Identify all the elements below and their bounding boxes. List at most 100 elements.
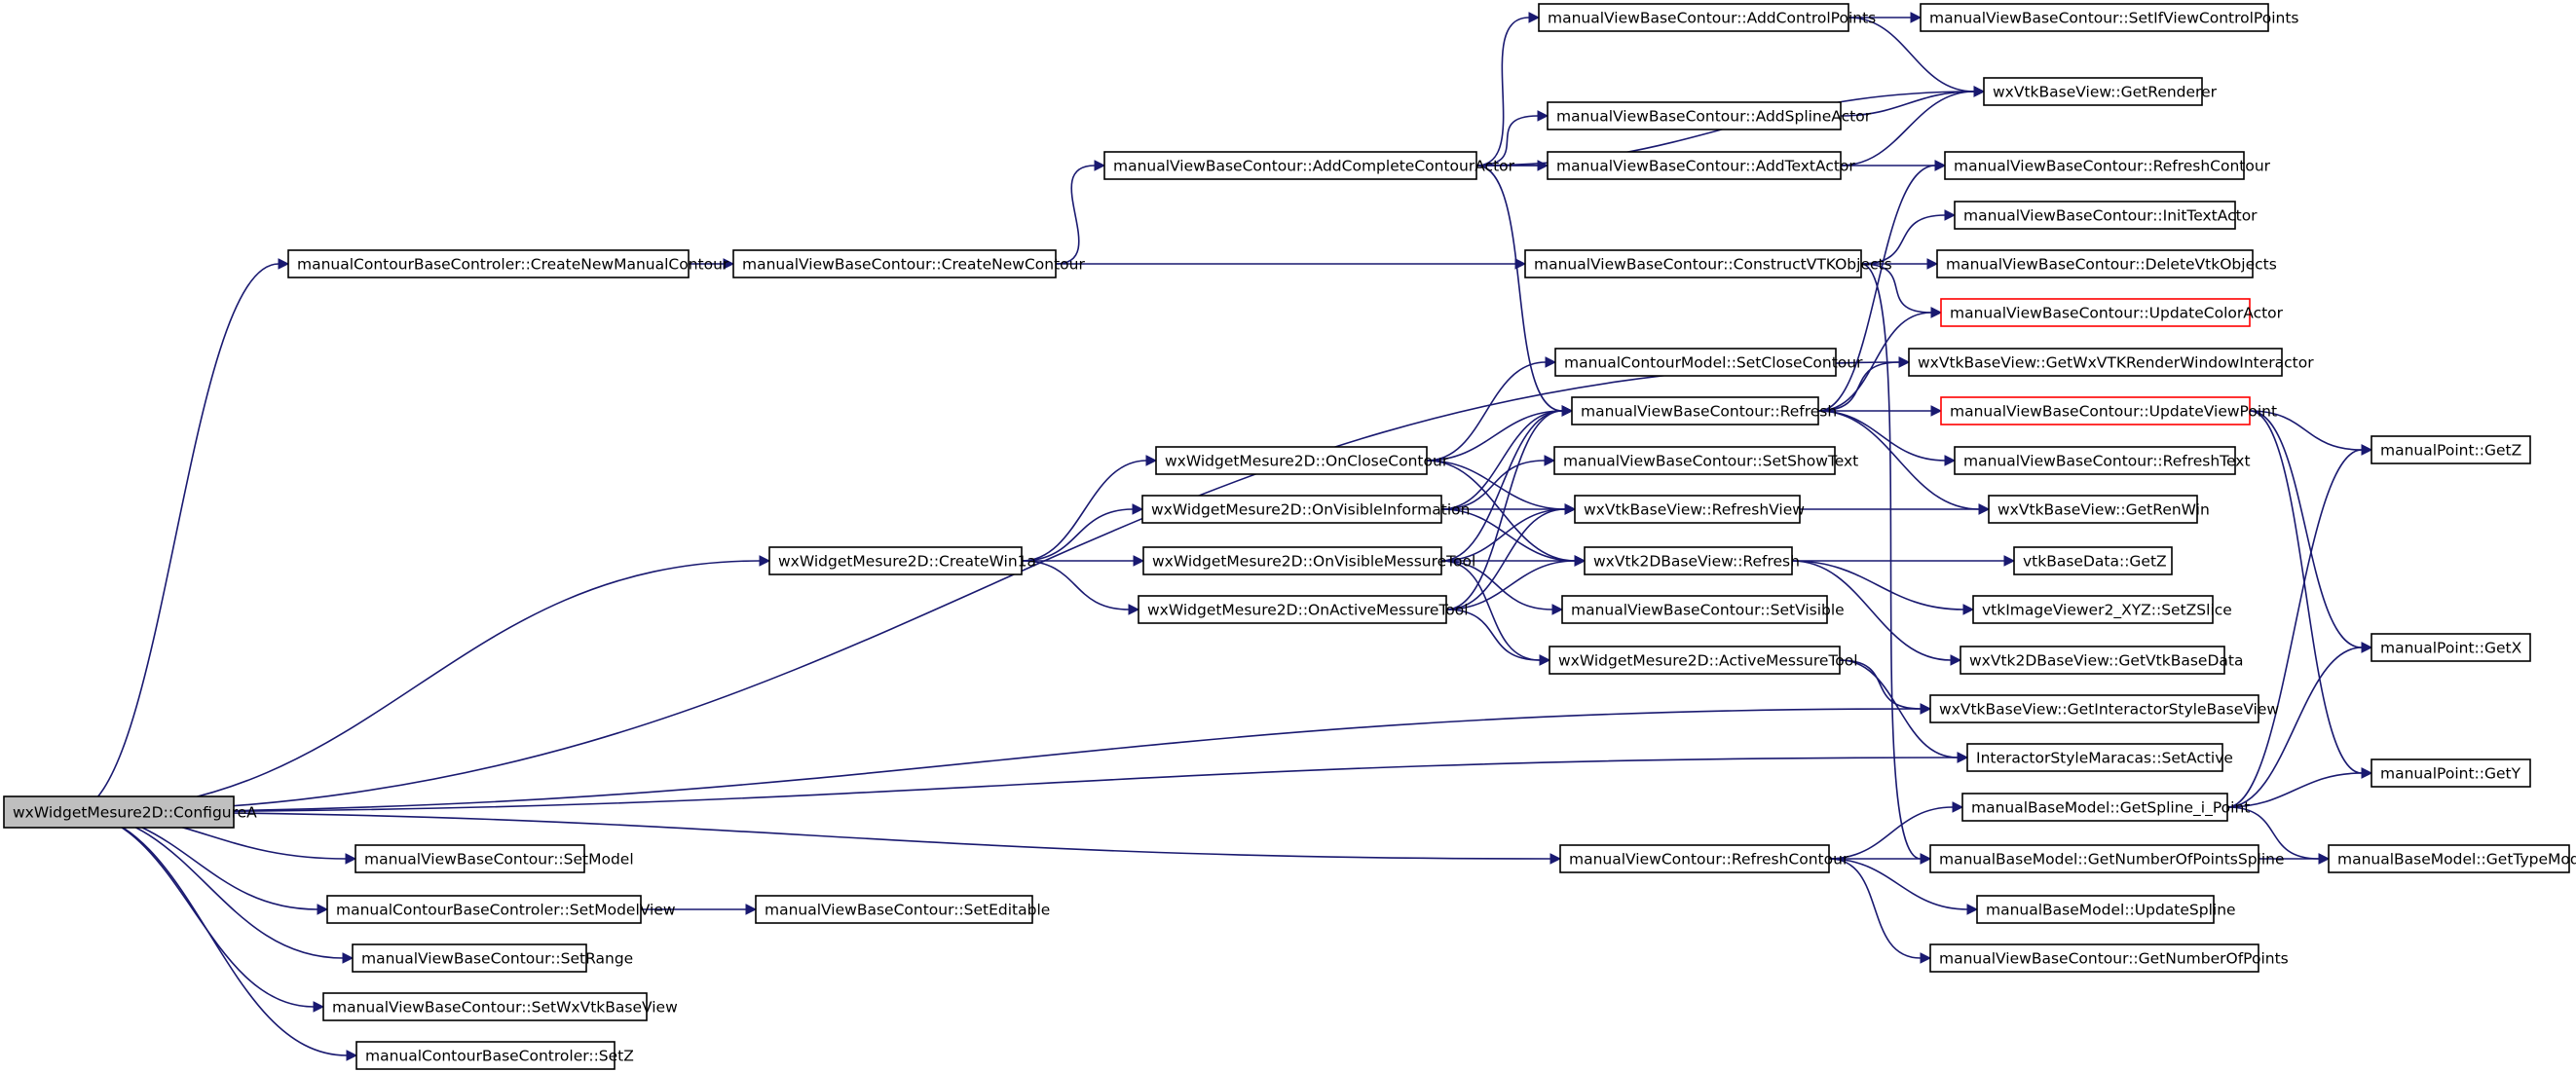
node-wwm-cw1[interactable]: wxWidgetMesure2D::CreateWin1a xyxy=(768,546,1036,575)
node-label: manualContourModel::SetCloseContour xyxy=(1564,354,1863,372)
node-ism-sa[interactable]: InteractorStyleMaracas::SetActive xyxy=(1966,743,2233,772)
edge-arrowhead xyxy=(1966,904,1979,915)
node-mcbc-cnmc[interactable]: manualContourBaseControler::CreateNewMan… xyxy=(287,249,729,278)
node-box xyxy=(1547,101,1842,130)
edge-line xyxy=(1440,560,1553,610)
edge-arrowhead xyxy=(1549,853,1562,865)
node-viv-szs[interactable]: vtkImageViewer2_XYZ::SetZSlice xyxy=(1972,595,2232,624)
edge-line xyxy=(1445,410,1563,610)
node-mcbc-setz[interactable]: manualContourBaseControler::SetZ xyxy=(355,1041,634,1070)
edge-arrowhead xyxy=(1564,503,1577,515)
edge-arrowhead xyxy=(1934,160,1947,171)
node-box xyxy=(768,546,1023,575)
edge-line xyxy=(1860,263,1932,314)
edge-wx2d-ref-to-viv-szs xyxy=(1791,560,1975,615)
node-box xyxy=(1929,694,2259,723)
node-mvc-rc[interactable]: manualViewContour::RefreshContour xyxy=(1559,844,1849,873)
node-wxvbv-rv[interactable]: wxVtkBaseView::RefreshView xyxy=(1574,495,1805,524)
node-box xyxy=(1584,546,1793,575)
edge-mbm-gsip-to-mp-gety xyxy=(2226,767,2373,808)
node-mvbc-se[interactable]: manualViewBaseContour::SetEditable xyxy=(755,895,1050,924)
node-mvbc-sr[interactable]: manualViewBaseContour::SetRange xyxy=(352,943,633,973)
node-wxvbv-gr[interactable]: wxVtkBaseView::GetRenderer xyxy=(1983,77,2218,106)
edge-line xyxy=(1426,410,1563,462)
node-mvbc-rc[interactable]: manualViewBaseContour::RefreshContour xyxy=(1944,151,2271,180)
node-mvbc-ref[interactable]: manualViewBaseContour::Refresh xyxy=(1571,396,1837,425)
node-mbm-us[interactable]: manualBaseModel::UpdateSpline xyxy=(1976,895,2236,924)
edge-mvbc-acca-to-mvbc-acp xyxy=(1475,12,1541,166)
node-mvbc-sivcp[interactable]: manualViewBaseContour::SetIfViewControlP… xyxy=(1920,3,2299,32)
node-mvbc-cnc[interactable]: manualViewBaseContour::CreateNewContour xyxy=(732,249,1085,278)
node-wxvbv-gisbv[interactable]: wxVtkBaseView::GetInteractorStyleBaseVie… xyxy=(1929,694,2279,723)
node-mvbc-sst[interactable]: manualViewBaseContour::SetShowText xyxy=(1553,446,1858,475)
edge-arrowhead xyxy=(1926,258,1939,270)
edge-line xyxy=(1021,508,1134,562)
node-mvbc-asa[interactable]: manualViewBaseContour::AddSplineActor xyxy=(1547,101,1872,130)
node-mvbc-swvbv[interactable]: manualViewBaseContour::SetWxVtkBaseView xyxy=(322,992,678,1021)
node-mvbc-sv[interactable]: manualViewBaseContour::SetVisible xyxy=(1561,595,1845,624)
node-wxvbv-gwrwi[interactable]: wxVtkBaseView::GetWxVTKRenderWindowInter… xyxy=(1908,348,2314,377)
edge-arrowhead xyxy=(759,555,771,567)
edge-line xyxy=(1848,17,1975,92)
edge-wwm-ovi-to-mvbc-sst xyxy=(1440,455,1556,510)
node-wxvbv-grw[interactable]: wxVtkBaseView::GetRenWin xyxy=(1988,495,2210,524)
node-wwm-oamt[interactable]: wxWidgetMesure2D::OnActiveMessureTool xyxy=(1138,595,1469,624)
node-vbd-getz[interactable]: vtkBaseData::GetZ xyxy=(2013,546,2173,575)
edge-wxvbv-rv-to-wxvbv-grw xyxy=(1799,503,1991,515)
node-mvbc-gnop[interactable]: manualViewBaseContour::GetNumberOfPoints xyxy=(1929,943,2289,973)
edge-arrowhead xyxy=(1920,952,1932,964)
node-wwm-amt[interactable]: wxWidgetMesure2D::ActiveMessureTool xyxy=(1549,646,1858,675)
node-mp-gety[interactable]: manualPoint::GetY xyxy=(2371,758,2531,788)
node-label: manualBaseModel::UpdateSpline xyxy=(1986,902,2236,919)
edge-arrowhead xyxy=(317,904,329,915)
edge-arrowhead xyxy=(1545,356,1557,368)
node-mp-getx[interactable]: manualPoint::GetX xyxy=(2371,633,2531,662)
node-box xyxy=(2371,758,2531,788)
node-mvbc-uvp[interactable]: manualViewBaseContour::UpdateViewPoint xyxy=(1940,396,2277,425)
edge-root-to-ism-sa xyxy=(71,752,1969,813)
node-mbm-gsip[interactable]: manualBaseModel::GetSpline_i_Point xyxy=(1961,793,2250,822)
node-label: manualViewBaseContour::SetRange xyxy=(361,950,633,968)
node-wwm-ovi[interactable]: wxWidgetMesure2D::OnVisibleInformation xyxy=(1141,495,1470,524)
node-mp-getz[interactable]: manualPoint::GetZ xyxy=(2371,435,2531,464)
node-label: manualViewBaseContour::ConstructVTKObjec… xyxy=(1534,256,1892,274)
edge-root-to-mvbc-sr xyxy=(71,811,355,964)
node-mvbc-ita[interactable]: manualViewBaseContour::InitTextActor xyxy=(1954,201,2258,230)
edge-mvbc-cnc-to-mvbc-acca xyxy=(1055,160,1106,265)
node-label: wxVtkBaseView::GetRenderer xyxy=(1993,84,2218,101)
node-wx2d-gvbd[interactable]: wxVtk2DBaseView::GetVtkBaseData xyxy=(1960,646,2243,675)
edge-wwm-ovi-to-mvbc-ref xyxy=(1440,405,1574,510)
node-wx2d-ref[interactable]: wxVtk2DBaseView::Refresh xyxy=(1584,546,1800,575)
node-mvbc-cvo[interactable]: manualViewBaseContour::ConstructVTKObjec… xyxy=(1524,249,1892,278)
node-box xyxy=(1908,348,2283,377)
edge-line xyxy=(1440,560,1541,661)
node-label: manualViewBaseContour::InitTextActor xyxy=(1963,207,2258,225)
edge-arrowhead xyxy=(1957,752,1969,763)
node-mbm-gtm[interactable]: manualBaseModel::GetTypeModel xyxy=(2328,844,2576,873)
edge-root-to-mcbc-setz xyxy=(71,811,358,1061)
node-mbm-gnops[interactable]: manualBaseModel::GetNumberOfPointsSpline xyxy=(1929,844,2285,873)
node-mvbc-ata[interactable]: manualViewBaseContour::AddTextActor xyxy=(1547,151,1855,180)
node-mvbc-dvo[interactable]: manualViewBaseContour::DeleteVtkObjects xyxy=(1936,249,2277,278)
node-box xyxy=(1554,348,1837,377)
node-mvbc-acp[interactable]: manualViewBaseContour::AddControlPoints xyxy=(1538,3,1876,32)
node-label: manualBaseModel::GetTypeModel xyxy=(2337,851,2576,869)
node-label: manualViewBaseContour::RefreshContour xyxy=(1954,158,2271,175)
node-mvbc-rt[interactable]: manualViewBaseContour::RefreshText xyxy=(1954,446,2251,475)
edge-arrowhead xyxy=(1133,555,1145,567)
edge-line xyxy=(1860,214,1946,265)
edge-mvbc-cvo-to-mvbc-dvo xyxy=(1860,258,1939,270)
node-mcbc-smv[interactable]: manualContourBaseControler::SetModelView xyxy=(326,895,676,924)
node-mvbc-acca[interactable]: manualViewBaseContour::AddCompleteContou… xyxy=(1103,151,1515,180)
edge-arrowhead xyxy=(1962,604,1975,615)
node-wwm-occ[interactable]: wxWidgetMesure2D::OnCloseContour xyxy=(1155,446,1449,475)
node-label: manualViewBaseContour::SetIfViewControlP… xyxy=(1929,10,2299,27)
node-wwm-ovmt[interactable]: wxWidgetMesure2D::OnVisibleMessureTool xyxy=(1142,546,1475,575)
edge-wwm-amt-to-wxvbv-gisbv xyxy=(1839,659,1932,715)
node-mcm-scc[interactable]: manualContourModel::SetCloseContour xyxy=(1554,348,1863,377)
node-root[interactable]: wxWidgetMesure2D::ConfigureA xyxy=(3,795,257,829)
node-mvbc-sm[interactable]: manualViewBaseContour::SetModel xyxy=(355,844,634,873)
node-box xyxy=(2013,546,2173,575)
node-label: wxVtk2DBaseView::Refresh xyxy=(1593,553,1800,571)
node-mvbc-uca[interactable]: manualViewBaseContour::UpdateColorActor xyxy=(1940,298,2284,327)
